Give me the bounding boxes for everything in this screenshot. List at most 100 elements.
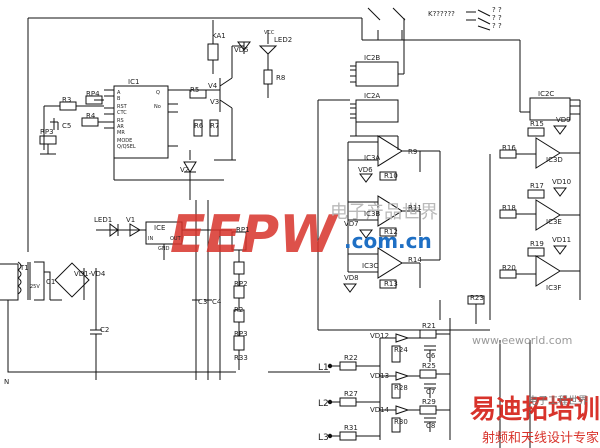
vd7-label: VD7 bbox=[344, 220, 359, 228]
ic1-pin-rst: RST bbox=[117, 104, 128, 110]
r18-label: R18 bbox=[502, 204, 516, 212]
l2-label: L2 bbox=[318, 399, 329, 409]
r7-label: R7 bbox=[210, 122, 219, 130]
relay-q3: ? ? bbox=[492, 22, 502, 30]
bottom-cn-text: 易迪拓培训 bbox=[470, 395, 600, 425]
l2-terminal bbox=[327, 399, 333, 405]
ic2a-label: IC2A bbox=[364, 92, 380, 100]
r27-label: R27 bbox=[344, 390, 358, 398]
t1-label: T1 bbox=[19, 264, 29, 272]
r19-label: R19 bbox=[530, 240, 544, 248]
vd1-vd4-label: VD1-VD4 bbox=[74, 270, 106, 278]
c1-label: C1 bbox=[46, 278, 55, 286]
vd6-label: VD6 bbox=[358, 166, 373, 174]
vd10-label: VD10 bbox=[552, 178, 571, 186]
l3-terminal bbox=[327, 433, 333, 439]
reg-in-label: IN bbox=[148, 236, 153, 242]
r4-label: R4 bbox=[86, 112, 96, 120]
opamp-ic3e bbox=[535, 199, 561, 231]
bottom-watermark: www.eeworld.com 易迪拓培训 电子工程世界 射频和天线设计专家 bbox=[470, 334, 600, 446]
opamp-ic3d bbox=[535, 137, 561, 169]
v1-label: V1 bbox=[126, 216, 135, 224]
vd11-label: VD11 bbox=[552, 236, 571, 244]
r17-label: R17 bbox=[530, 182, 544, 190]
wiring bbox=[0, 7, 581, 448]
ic1-pin-a: A bbox=[117, 90, 121, 96]
led1-label: LED1 bbox=[94, 216, 112, 224]
r9-label: R9 bbox=[408, 148, 417, 156]
reg-gnd-label: GND bbox=[158, 246, 170, 252]
rp4-label: RP4 bbox=[86, 90, 100, 98]
r8-label: R8 bbox=[276, 74, 285, 82]
relay-label: K?????? bbox=[428, 10, 455, 18]
vd9-label: VD9 bbox=[556, 116, 571, 124]
ic1-pin-no: No bbox=[154, 104, 161, 110]
r21-label: R21 bbox=[422, 322, 436, 330]
r33-label: R33 bbox=[234, 354, 248, 362]
ic2c-label: IC2C bbox=[538, 90, 554, 98]
ic3f-label: IC3F bbox=[546, 284, 561, 292]
r10-label: R10 bbox=[384, 172, 398, 180]
r31-label: R31 bbox=[344, 424, 358, 432]
vd12-label: VD12 bbox=[370, 332, 389, 340]
v2-label: V2 bbox=[180, 166, 189, 174]
r25-label: R25 bbox=[422, 362, 436, 370]
vd8-label: VD8 bbox=[344, 274, 359, 282]
r6-label: R6 bbox=[194, 122, 204, 130]
r15-label: R15 bbox=[530, 120, 544, 128]
ic2b-label: IC2B bbox=[364, 54, 380, 62]
ic3d-label: IC3D bbox=[546, 156, 563, 164]
c8-label: C8 bbox=[426, 422, 435, 430]
c2-label: C2 bbox=[100, 326, 109, 334]
reg-out-label: OUT bbox=[170, 236, 182, 242]
c5-label: C5 bbox=[62, 122, 71, 130]
rp3b-label: RP3 bbox=[234, 330, 248, 338]
rp2-label: RP2 bbox=[234, 280, 248, 288]
ic1-pin-mr: MR bbox=[117, 130, 125, 136]
c3-label: C3 bbox=[198, 298, 207, 306]
l3-label: L3 bbox=[318, 433, 329, 443]
opamp-ic3a bbox=[377, 135, 403, 167]
l1-label: L1 bbox=[318, 363, 329, 373]
r22-label: R22 bbox=[344, 354, 358, 362]
v4-label: V4 bbox=[208, 82, 218, 90]
r23-label: R23 bbox=[470, 294, 484, 302]
c4-label: C4 bbox=[212, 298, 222, 306]
opamp-ic3c bbox=[377, 247, 403, 279]
ic1-pin-ar: AR bbox=[117, 124, 124, 130]
ic1-pin-mode: MODE bbox=[117, 138, 132, 144]
vd14-label: VD14 bbox=[370, 406, 390, 414]
ic1-pin-rs: RS bbox=[117, 118, 124, 124]
r2-label: R2 bbox=[234, 306, 243, 314]
ice-label: ICE bbox=[154, 224, 165, 232]
c7-label: C7 bbox=[426, 388, 435, 396]
ic1-pin-ctc: CTC bbox=[117, 110, 127, 116]
ic3e-label: IC3E bbox=[546, 218, 562, 226]
ic3a-label: IC3A bbox=[364, 154, 380, 162]
r24-label: R24 bbox=[394, 346, 408, 354]
ka1-label: KA1 bbox=[212, 32, 226, 40]
ic1-pin-b: B bbox=[117, 96, 121, 102]
r5-label: R5 bbox=[190, 86, 199, 94]
opamp-ic3f bbox=[535, 255, 561, 287]
l1-terminal bbox=[327, 363, 333, 369]
eepw-url-text: .com.cn bbox=[344, 229, 432, 253]
r14-label: R14 bbox=[408, 256, 422, 264]
25v-label: 25V bbox=[30, 284, 40, 290]
ic3b-label: IC3B bbox=[364, 210, 380, 218]
vd13-label: VD13 bbox=[370, 372, 389, 380]
component-labels: K?????? ? ? ? ? ? ? IC2B IC2A IC2C IC1 A… bbox=[4, 6, 571, 443]
c6-label: C6 bbox=[426, 352, 436, 360]
n-label: N bbox=[4, 378, 9, 386]
r20-label: R20 bbox=[502, 264, 516, 272]
r11-label: R11 bbox=[408, 204, 422, 212]
r12-label: R12 bbox=[384, 228, 398, 236]
r30-label: R30 bbox=[394, 418, 408, 426]
relay-q1: ? ? bbox=[492, 6, 502, 14]
opamp-ic3b bbox=[377, 195, 403, 227]
led2-label: LED2 bbox=[274, 36, 292, 44]
vcc-label: VCC bbox=[264, 30, 275, 36]
r28-label: R28 bbox=[394, 384, 408, 392]
bottom-url-text: www.eeworld.com bbox=[472, 334, 572, 347]
